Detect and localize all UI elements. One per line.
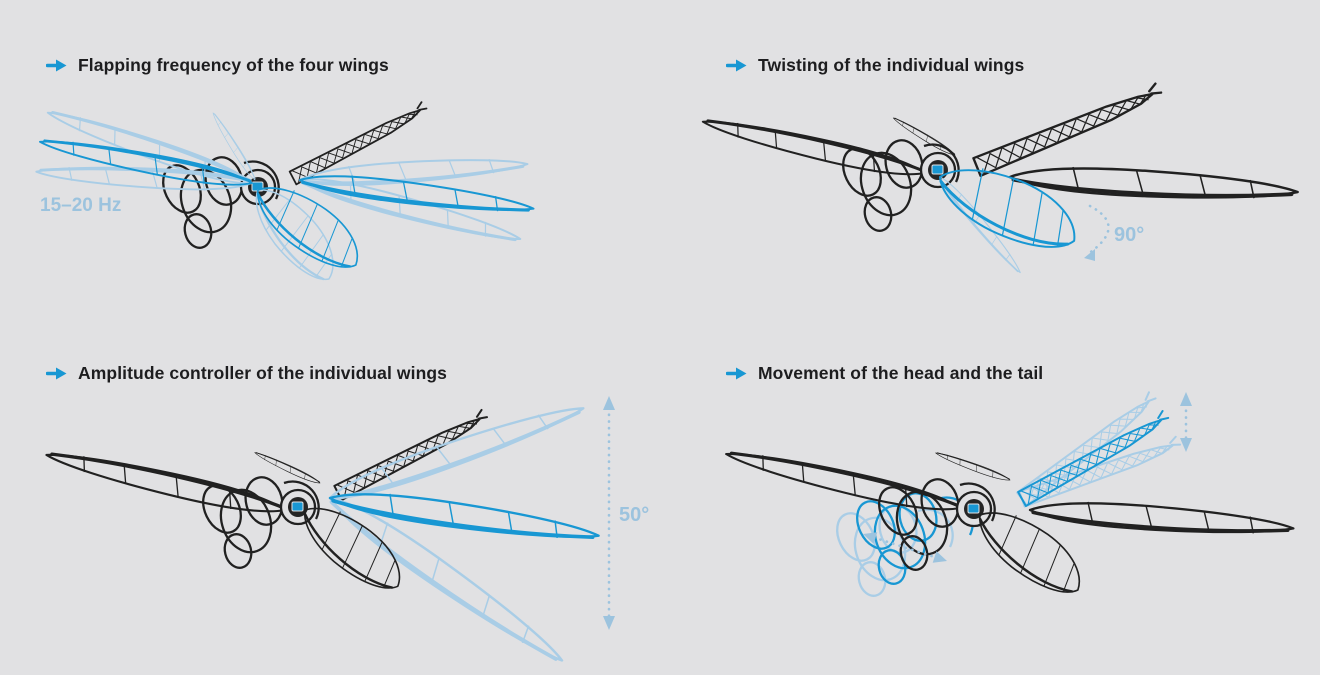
panel-twisting-title-row: Twisting of the individual wings <box>726 55 1024 75</box>
panel-movement-title-row: Movement of the head and the tail <box>726 363 1043 383</box>
tail-lattice <box>971 81 1166 177</box>
wing-right-ghost-up <box>324 394 589 511</box>
tail-arrowhead-up-icon <box>1180 392 1192 406</box>
head-motion-dashed <box>872 536 938 559</box>
frequency-annotation: 15–20 Hz <box>40 195 122 216</box>
twist-arc-arrowhead-icon <box>1084 249 1095 261</box>
tail-ghost-up <box>1015 390 1162 507</box>
panel-amplitude-title: Amplitude controller of the individual w… <box>78 362 447 383</box>
panel-flapping-title: Flapping frequency of the four wings <box>78 54 389 75</box>
wing-back <box>252 449 322 487</box>
amplitude-arrowhead-down-icon <box>603 616 615 630</box>
wing-right <box>1027 496 1296 542</box>
twist-arc-dashed <box>1086 204 1110 256</box>
tail-lattice <box>288 100 431 186</box>
dragonfly-movement-illustration <box>722 390 1296 608</box>
tail-arrowhead-down-icon <box>1180 438 1192 452</box>
wing-hub <box>279 488 317 526</box>
wing-right-ghost-up <box>297 152 530 192</box>
wing-right <box>1007 161 1301 207</box>
wing-left <box>722 442 964 521</box>
panel-movement-title: Movement of the head and the tail <box>758 362 1044 383</box>
panel-flapping-title-row: Flapping frequency of the four wings <box>46 55 389 75</box>
head-arrowhead-left-icon <box>863 532 878 544</box>
wing-hub <box>919 151 957 189</box>
wing-left <box>698 110 929 185</box>
arrow-bullet-icon <box>726 59 747 71</box>
wing-hub <box>955 490 993 528</box>
arrow-bullet-icon <box>46 59 67 71</box>
dragonfly-twisting-illustration <box>698 81 1301 277</box>
panel-amplitude-title-row: Amplitude controller of the individual w… <box>46 363 447 383</box>
dragonfly-amplitude-illustration <box>42 394 615 673</box>
arrow-bullet-icon <box>46 367 67 379</box>
amplitude-angle-annotation: 50° <box>619 504 650 526</box>
amplitude-arrowhead-up-icon <box>603 396 615 410</box>
wing-left-ghost-up <box>43 102 257 194</box>
panel-twisting-title: Twisting of the individual wings <box>758 54 1025 75</box>
arrow-bullet-icon <box>726 367 747 379</box>
wing-back <box>933 449 1012 484</box>
head-arrowhead-right-icon <box>932 551 947 563</box>
twist-angle-annotation: 90° <box>1114 224 1145 246</box>
wing-back <box>891 114 958 159</box>
wing-left-strong <box>36 131 256 195</box>
